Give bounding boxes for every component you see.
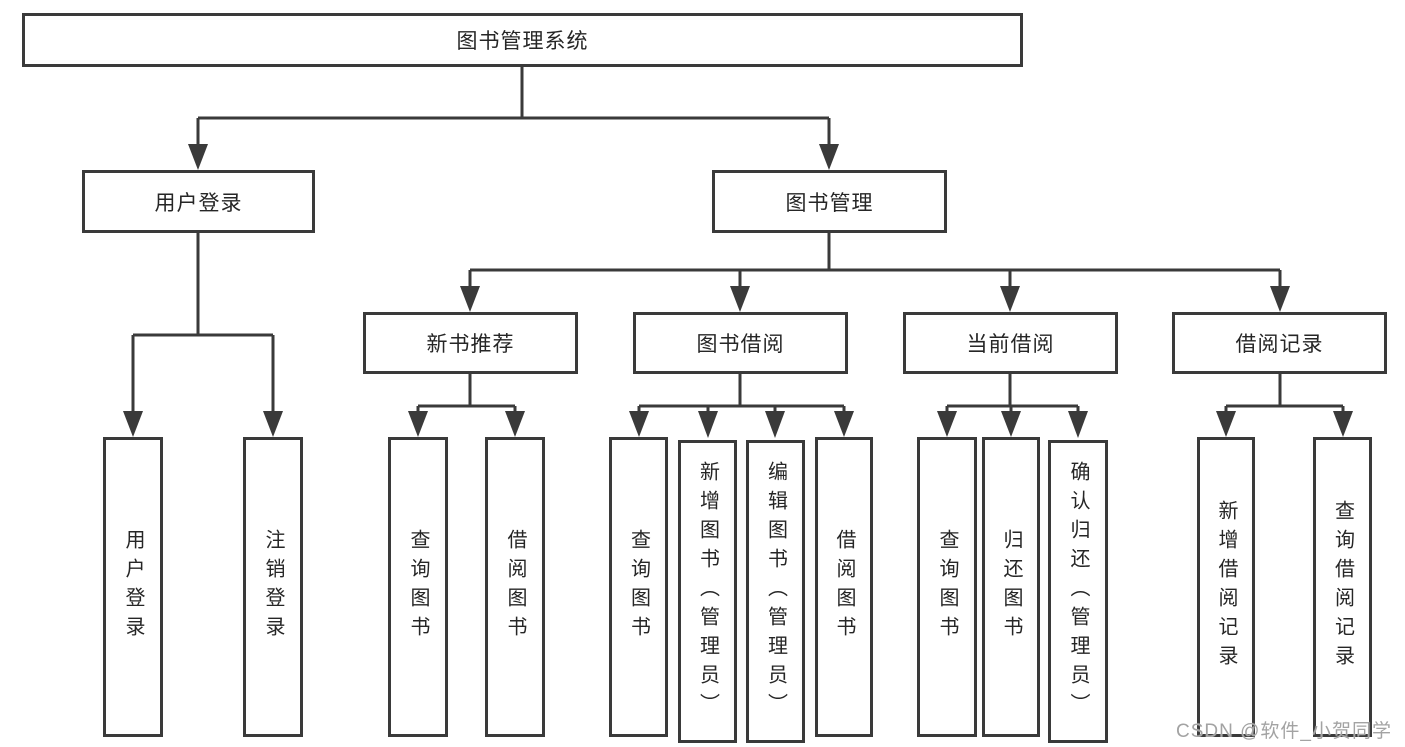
node-library-management-system: 图书管理系统 bbox=[22, 13, 1023, 67]
node-label: 图书管理系统 bbox=[456, 30, 589, 53]
leaf-label: 查询图书 bbox=[407, 529, 429, 645]
leaf-query-books-borrowing: 查询图书 bbox=[609, 437, 668, 737]
leaf-label: 新增借阅记录 bbox=[1215, 500, 1237, 674]
leaf-label: 编辑图书（管理员） bbox=[764, 461, 787, 722]
arrowhead bbox=[937, 411, 957, 437]
leaf-query-books-current: 查询图书 bbox=[917, 437, 977, 737]
leaf-label: 注销登录 bbox=[262, 529, 284, 645]
leaf-query-borrow-record: 查询借阅记录 bbox=[1313, 437, 1372, 737]
arrowhead bbox=[1068, 411, 1088, 438]
arrowhead bbox=[505, 411, 525, 437]
arrowhead bbox=[698, 411, 718, 438]
node-label: 借阅记录 bbox=[1235, 333, 1324, 356]
leaf-label: 新增图书（管理员） bbox=[696, 461, 719, 722]
node-book-management-branch: 图书管理 bbox=[712, 170, 947, 233]
leaf-borrow-books: 借阅图书 bbox=[815, 437, 873, 737]
leaf-label: 查询借阅记录 bbox=[1331, 500, 1354, 674]
leaf-label: 查询图书 bbox=[936, 529, 958, 645]
node-label: 用户登录 bbox=[154, 191, 243, 215]
leaf-label: 借阅图书 bbox=[504, 529, 526, 645]
leaf-label: 归还图书 bbox=[1000, 529, 1022, 645]
leaf-label: 查询图书 bbox=[627, 529, 650, 645]
leaf-return-books: 归还图书 bbox=[982, 437, 1040, 737]
leaf-label: 用户登录 bbox=[122, 529, 144, 645]
leaf-logout: 注销登录 bbox=[243, 437, 303, 737]
leaf-user-login: 用户登录 bbox=[103, 437, 163, 737]
csdn-watermark: CSDN @软件_小贺同学 bbox=[1176, 721, 1392, 742]
node-label: 当前借阅 bbox=[966, 333, 1055, 356]
arrowhead bbox=[1000, 286, 1020, 312]
arrowhead bbox=[1333, 411, 1353, 437]
leaf-query-books-recommend: 查询图书 bbox=[388, 437, 448, 737]
leaf-add-books-admin: 新增图书（管理员） bbox=[678, 440, 737, 743]
leaf-label: 借阅图书 bbox=[833, 529, 855, 645]
node-label: 新书推荐 bbox=[426, 333, 515, 356]
arrowhead bbox=[263, 411, 283, 437]
arrowhead bbox=[730, 286, 750, 312]
arrowhead bbox=[408, 411, 428, 437]
leaf-add-borrow-record: 新增借阅记录 bbox=[1197, 437, 1255, 737]
arrowhead bbox=[1001, 411, 1021, 437]
arrowhead bbox=[1216, 411, 1236, 437]
node-label: 图书管理 bbox=[785, 191, 874, 215]
arrowhead bbox=[460, 286, 480, 312]
arrowhead bbox=[188, 144, 208, 170]
node-new-book-recommendation: 新书推荐 bbox=[363, 312, 578, 374]
leaf-edit-books-admin: 编辑图书（管理员） bbox=[746, 440, 805, 743]
node-borrowing-records: 借阅记录 bbox=[1172, 312, 1387, 374]
node-user-login-branch: 用户登录 bbox=[82, 170, 315, 233]
node-label: 图书借阅 bbox=[696, 333, 785, 356]
arrowhead bbox=[765, 411, 785, 438]
leaf-borrow-books-recommend: 借阅图书 bbox=[485, 437, 545, 737]
node-current-borrowing: 当前借阅 bbox=[903, 312, 1118, 374]
arrowhead bbox=[834, 411, 854, 437]
arrowhead bbox=[123, 411, 143, 437]
node-book-borrowing: 图书借阅 bbox=[633, 312, 848, 374]
arrowhead bbox=[1270, 286, 1290, 312]
leaf-label: 确认归还（管理员） bbox=[1067, 461, 1089, 722]
arrowhead bbox=[819, 144, 839, 170]
leaf-confirm-return-admin: 确认归还（管理员） bbox=[1048, 440, 1108, 743]
arrowhead bbox=[629, 411, 649, 437]
